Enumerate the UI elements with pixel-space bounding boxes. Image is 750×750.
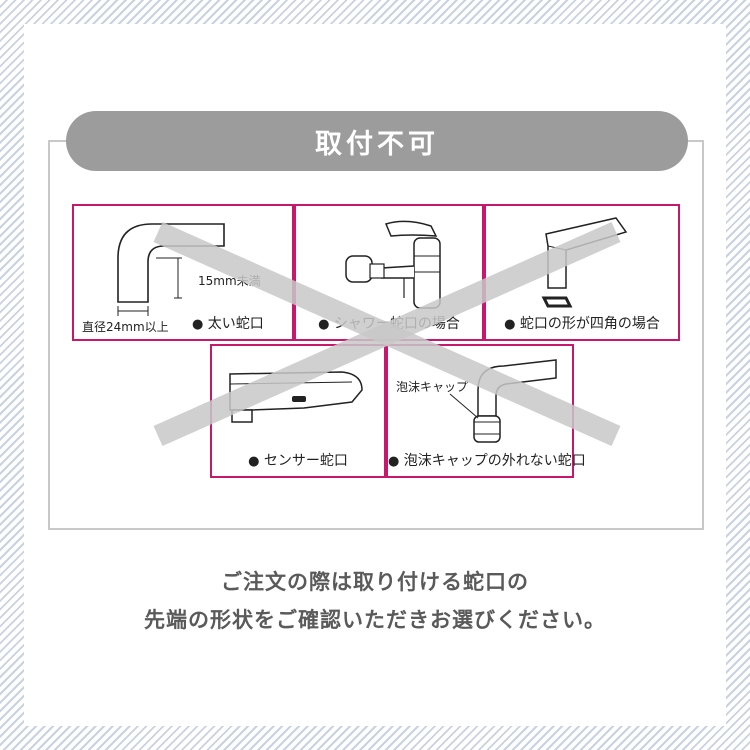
bullet-icon: ●: [388, 454, 400, 469]
title-banner: 取付不可: [66, 111, 688, 171]
bullet-icon: ●: [504, 317, 516, 332]
panel-caption: シャワー蛇口の場合: [333, 316, 460, 332]
bullet-icon: ●: [248, 454, 260, 469]
panel-caption: センサー蛇口: [263, 453, 348, 469]
panel-caption: 太い蛇口: [207, 316, 264, 332]
panel-caption: 泡沫キャップの外れない蛇口: [403, 453, 586, 469]
panel-shower-faucet: ● シャワー蛇口の場合: [294, 204, 484, 341]
label-cap: 泡沫キャップ: [396, 380, 469, 394]
content-card: 取付不可 15mm未満 直径24mm以上 ● 太い蛇口: [24, 24, 726, 726]
label-height: 15mm未満: [198, 274, 261, 288]
panel-caption: 蛇口の形が四角の場合: [519, 316, 660, 332]
bullet-icon: ●: [318, 317, 330, 332]
panel-square-faucet: ● 蛇口の形が四角の場合: [484, 204, 680, 341]
label-diameter: 直径24mm以上: [82, 320, 169, 334]
notice-line-1: ご注文の際は取り付ける蛇口の: [221, 570, 529, 594]
banner-title: 取付不可: [315, 128, 439, 160]
notice-line-2: 先端の形状をご確認いただきお選びください。: [144, 608, 606, 632]
panel-aerator-faucet: 泡沫キャップ ● 泡沫キャップの外れない蛇口: [386, 344, 586, 478]
panel-sensor-faucet: ● センサー蛇口: [210, 344, 386, 478]
panel-thick-faucet: 15mm未満 直径24mm以上 ● 太い蛇口: [72, 204, 294, 341]
bullet-icon: ●: [192, 317, 204, 332]
